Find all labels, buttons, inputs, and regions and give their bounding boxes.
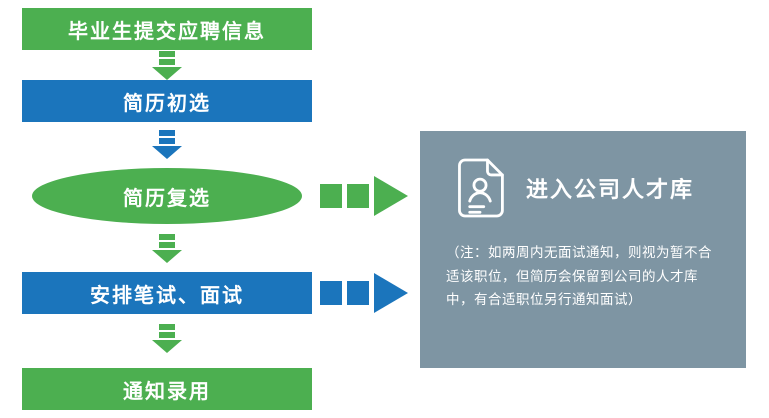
arrow-head [374,176,408,216]
arrow-bar [159,242,175,248]
flow-step-notify-employment: 通知录用 [22,368,312,410]
panel-note: （注：如两周内无面试通知，则视为暂不合适该职位，但简历会保留到公司的人才库中，有… [446,245,712,308]
arrow-head [152,67,182,80]
right-arrow-icon [320,273,408,313]
arrow-head [152,340,182,353]
arrow-bar [159,332,175,338]
flow-step-label: 简历初选 [123,92,211,115]
down-arrow-icon [152,51,182,80]
flow-step-label: 通知录用 [123,380,211,403]
document-person-icon [458,158,504,218]
arrow-bar [159,138,175,144]
panel-title: 进入公司人才库 [526,177,695,202]
panel-header: 进入公司人才库 [420,131,746,219]
down-arrow-icon [152,130,182,159]
down-arrow-icon [152,234,182,263]
arrow-bar [159,324,175,330]
arrow-bar [347,184,369,208]
arrow-head [152,146,182,159]
arrow-bar [159,51,175,57]
arrow-bar [320,281,342,305]
arrow-bar [159,130,175,136]
talent-pool-panel: 进入公司人才库 （注：如两周内无面试通知，则视为暂不合适该职位，但简历会保留到公… [420,131,746,368]
flow-step-arrange-tests-interview: 安排笔试、面试 [22,272,312,314]
arrow-head [152,250,182,263]
down-arrow-icon [152,324,182,353]
arrow-head [374,273,408,313]
flow-step-label: 简历复选 [123,187,211,210]
right-arrow-icon [320,176,408,216]
arrow-bar [159,234,175,240]
arrow-bar [320,184,342,208]
arrow-bar [347,281,369,305]
flow-step-submit-application: 毕业生提交应聘信息 [22,8,312,50]
arrow-bar [159,59,175,65]
flow-step-resume-second-screening: 简历复选 [32,168,302,224]
flow-step-label: 安排笔试、面试 [90,284,244,307]
flow-step-label: 毕业生提交应聘信息 [68,20,266,43]
flow-step-resume-initial-screening: 简历初选 [22,80,312,122]
